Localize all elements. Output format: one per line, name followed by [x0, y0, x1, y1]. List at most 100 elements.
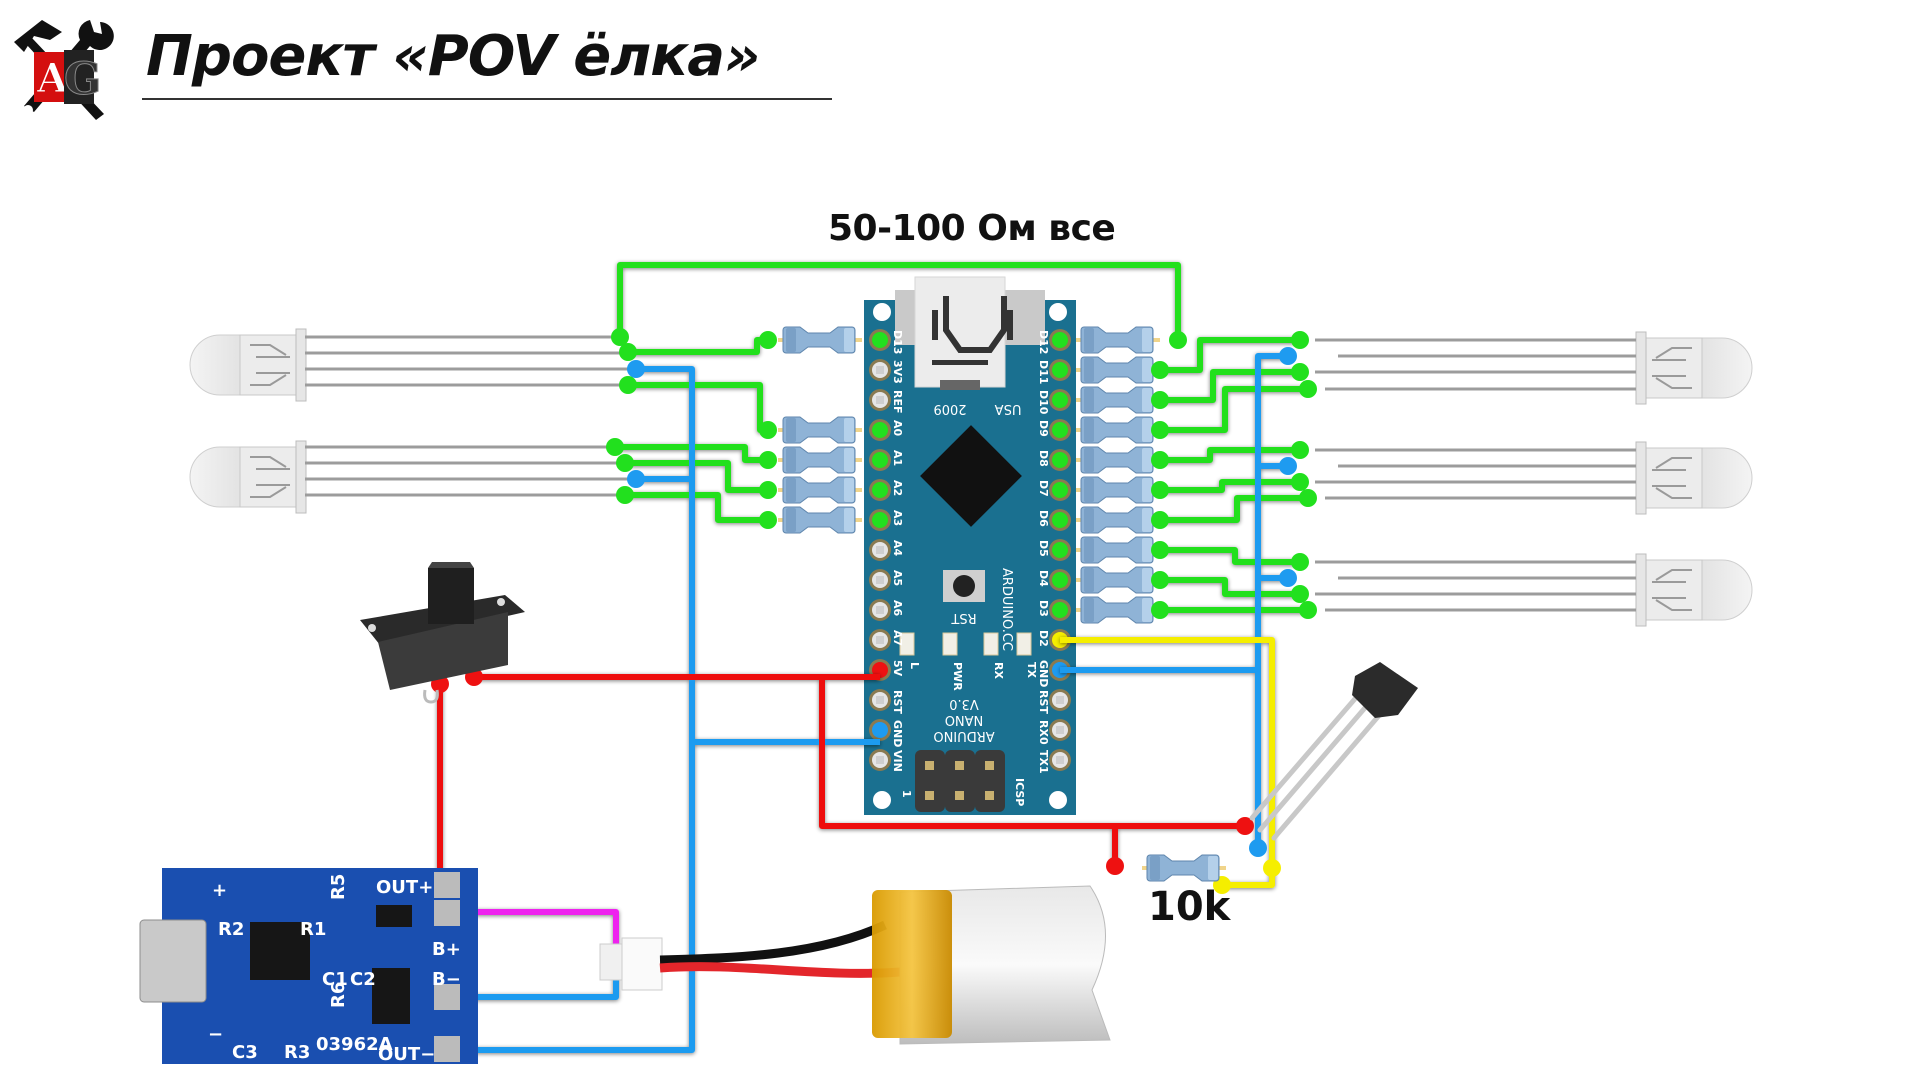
charger-plus-sign: +	[212, 880, 227, 901]
pin-label: D7	[1037, 480, 1050, 497]
label-r3: R3	[284, 1042, 310, 1063]
wire-signal	[1160, 447, 1300, 463]
wire-junction-dot	[616, 486, 634, 504]
pin-a7[interactable]: A7	[869, 629, 904, 651]
pin-rx0[interactable]: RX0	[1037, 719, 1071, 745]
pin-3v3[interactable]: 3V3	[869, 359, 904, 384]
pin-a0[interactable]: A0	[869, 419, 904, 441]
header: A G Проект «POV ёлка»	[0, 0, 900, 120]
resistor	[1075, 326, 1161, 354]
board-model-label: NANO	[945, 712, 984, 727]
wire-junction-dot	[1151, 601, 1169, 619]
wire-junction-dot	[619, 376, 637, 394]
wire-junction-dot	[611, 328, 629, 346]
pin-d3[interactable]: D3	[1037, 599, 1071, 621]
wire-junction-dot	[1106, 857, 1124, 875]
pin-label: D10	[1037, 390, 1050, 415]
pin-d10[interactable]: D10	[1037, 389, 1071, 415]
pin-ref[interactable]: REF	[869, 389, 904, 414]
rgb-led-right-2	[1315, 442, 1752, 514]
resistor	[1075, 386, 1161, 414]
wire-junction-dot	[759, 331, 777, 349]
arduino-nano-board: 2009 USA RST ARDUINO.CC L PWR RX TX V3.0…	[864, 276, 1076, 815]
jst-connector	[599, 937, 663, 991]
pin-a3[interactable]: A3	[869, 509, 904, 531]
label-r6: R6	[328, 982, 349, 1008]
pin-gnd[interactable]: GND	[869, 719, 904, 747]
pin-d9[interactable]: D9	[1037, 419, 1071, 441]
reset-label: RST	[951, 610, 976, 625]
resistor-value-note: 50-100 Ом все	[828, 208, 1116, 249]
pin-label: D4	[1037, 570, 1050, 587]
wire-junction-dot	[1299, 489, 1317, 507]
resistor	[777, 326, 863, 354]
pin-label: VIN	[891, 750, 904, 772]
wire-signal	[1160, 479, 1300, 493]
rgb-led-right-3	[1315, 554, 1752, 626]
led-label-pwr: PWR	[951, 662, 964, 691]
wire-sensor	[1060, 637, 1275, 868]
pin-rst[interactable]: RST	[869, 689, 904, 714]
pin-d7[interactable]: D7	[1037, 479, 1071, 501]
tp4056-charger-module: OUT+ B+ B− OUT− + − R2 R1 C1 C2 R5 R6 C3…	[139, 868, 478, 1065]
arduino-cc-label: ARDUINO.CC	[999, 568, 1014, 651]
pin-d5[interactable]: D5	[1037, 539, 1071, 561]
svg-text:G: G	[64, 54, 102, 105]
wire-junction-dot	[1291, 441, 1309, 459]
pin-d13[interactable]: D13	[869, 329, 904, 354]
pin-label: RX0	[1037, 720, 1050, 745]
wire-junction-dot	[616, 454, 634, 472]
icsp-label: ICSP	[1013, 778, 1026, 806]
slide-switch[interactable]	[360, 562, 525, 704]
wire-junction-dot	[759, 421, 777, 439]
pin-label: D11	[1037, 360, 1050, 384]
pin-d12[interactable]: D12	[1037, 329, 1071, 354]
rgb-led-right-1	[1315, 332, 1752, 404]
resistor	[777, 446, 863, 474]
pin-label: REF	[891, 390, 904, 414]
wire-junction-dot	[1151, 511, 1169, 529]
usb-connector	[895, 276, 1045, 390]
pin-a1[interactable]: A1	[869, 449, 904, 471]
pin-tx1[interactable]: TX1	[1037, 749, 1071, 774]
micro-usb-port	[139, 919, 207, 1003]
label-r2: R2	[218, 919, 244, 940]
pin-d8[interactable]: D8	[1037, 449, 1071, 471]
svg-text:A: A	[36, 55, 69, 102]
wire-signal	[615, 444, 768, 463]
wire-junction-dot	[759, 511, 777, 529]
pin-label: D12	[1037, 330, 1050, 354]
resistor	[1075, 446, 1161, 474]
wire-junction-dot	[1291, 585, 1309, 603]
rgb-led-left-2	[189, 440, 638, 514]
resistor	[1075, 506, 1161, 534]
board-brand-label: ARDUINO	[933, 728, 994, 743]
icsp-pin1-label: 1	[900, 790, 913, 798]
reset-button[interactable]	[943, 570, 985, 602]
wire-junction-dot	[1151, 361, 1169, 379]
pin-label: RST	[1037, 690, 1050, 714]
pin-d6[interactable]: D6	[1037, 509, 1071, 531]
wire-junction-dot	[627, 360, 645, 378]
page-title: Проект «POV ёлка»	[146, 24, 760, 89]
pin-label: D8	[1037, 450, 1050, 467]
pin-a4[interactable]: A4	[869, 539, 904, 561]
pin-d4[interactable]: D4	[1037, 569, 1071, 591]
pin-a2[interactable]: A2	[869, 479, 904, 501]
wire-junction-dot	[1236, 817, 1254, 835]
resistor	[1075, 416, 1161, 444]
pin-rst[interactable]: RST	[1037, 689, 1071, 714]
pad-label-out-plus: OUT+	[376, 877, 433, 898]
led-label-l: L	[908, 662, 921, 669]
title-underline	[142, 98, 832, 100]
pin-a6[interactable]: A6	[869, 599, 904, 621]
resistor	[1075, 356, 1161, 384]
pin-label: D5	[1037, 540, 1050, 557]
pin-a5[interactable]: A5	[869, 569, 904, 591]
resistor	[1075, 596, 1161, 624]
pin-d11[interactable]: D11	[1037, 359, 1071, 384]
wire-signal	[628, 382, 768, 433]
pin-label: A5	[891, 570, 904, 586]
pin-vin[interactable]: VIN	[869, 749, 904, 772]
